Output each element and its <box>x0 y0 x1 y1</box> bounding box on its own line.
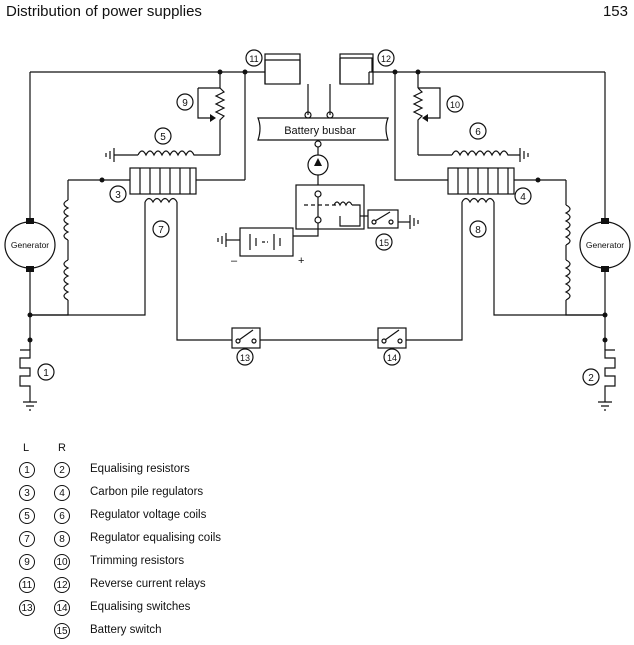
callout-7-label: 7 <box>158 225 164 236</box>
legend-left-number: 1 <box>19 462 35 478</box>
legend-right-number: 6 <box>54 508 70 524</box>
legend-description: Carbon pile regulators <box>90 486 204 498</box>
battery-switch-relay <box>295 184 365 230</box>
callout-15-label: 15 <box>379 238 389 248</box>
carbon-pile-regulator-right <box>447 167 515 195</box>
reverse-current-relay-right <box>339 53 374 85</box>
legend-right-number: 12 <box>54 577 70 593</box>
callout-14-label: 14 <box>387 353 397 363</box>
legend-description: Equalising resistors <box>90 463 190 475</box>
legend-right-number: 4 <box>54 485 70 501</box>
top-wires <box>30 57 605 115</box>
legend-right-number: 8 <box>54 531 70 547</box>
page-title: Distribution of power supplies <box>6 3 202 20</box>
page-number: 153 <box>602 3 628 20</box>
legend-left-number: 3 <box>19 485 35 501</box>
callout-11-label: 11 <box>249 54 258 64</box>
battery-busbar-label: Battery busbar <box>284 125 356 137</box>
legend-left-number: 13 <box>19 600 35 616</box>
legend-right-number: 2 <box>54 462 70 478</box>
legend-right-number: 14 <box>54 600 70 616</box>
legend-left-number: 7 <box>19 531 35 547</box>
right-circuit <box>260 69 616 411</box>
callout-4: 4 <box>514 187 532 205</box>
callout-6-label: 6 <box>475 127 481 138</box>
left-circuit <box>19 69 248 411</box>
callout-2-label: 2 <box>588 373 594 384</box>
legend-description: Equalising switches <box>90 601 191 613</box>
callout-3-label: 3 <box>115 190 121 201</box>
legend-left-number: 9 <box>19 554 35 570</box>
battery-plus-sign: + <box>298 255 304 267</box>
component-callouts: 1 2 3 4 5 6 7 8 9 10 11 12 13 14 15 <box>37 49 600 386</box>
callout-13: 13 <box>236 348 254 366</box>
callout-5-label: 5 <box>160 132 166 143</box>
callout-5: 5 <box>154 127 172 145</box>
battery-busbar: Battery busbar <box>257 117 389 141</box>
callout-9-label: 9 <box>182 98 188 109</box>
generator-right: Generator <box>579 218 631 272</box>
generator-right-label: Generator <box>586 240 624 250</box>
callout-8: 8 <box>469 220 487 238</box>
battery-minus-sign: – <box>231 255 238 267</box>
carbon-pile-regulator-left <box>129 167 197 195</box>
legend-right-number: 15 <box>54 623 70 639</box>
legend-left-header: L <box>23 442 30 454</box>
callout-3: 3 <box>109 185 127 203</box>
battery-switch-15 <box>367 209 399 229</box>
legend-description: Regulator voltage coils <box>90 509 207 521</box>
callout-1: 1 <box>37 363 55 381</box>
callout-10: 10 <box>446 95 464 113</box>
callout-12-label: 12 <box>381 54 391 64</box>
circuit-diagram: Battery busbar – + <box>4 49 631 411</box>
callout-11: 11 <box>245 49 263 67</box>
legend-right-header: R <box>58 442 66 454</box>
legend-description: Battery switch <box>90 624 162 636</box>
equalising-switch-13 <box>231 327 261 349</box>
callout-10-label: 10 <box>450 100 460 110</box>
callout-2: 2 <box>582 368 600 386</box>
callout-8-label: 8 <box>475 225 481 236</box>
legend-right-number: 10 <box>54 554 70 570</box>
legend-left-number: 5 <box>19 508 35 524</box>
legend-left-number: 11 <box>19 577 35 593</box>
callout-12: 12 <box>377 49 395 67</box>
equalising-switch-14 <box>377 327 407 349</box>
callout-15: 15 <box>375 233 393 251</box>
generator-left-label: Generator <box>11 240 49 250</box>
callout-14: 14 <box>383 348 401 366</box>
callout-9: 9 <box>176 93 194 111</box>
battery-circuit: – + <box>217 140 419 267</box>
callout-4-label: 4 <box>520 192 526 203</box>
callout-7: 7 <box>152 220 170 238</box>
legend-description: Trimming resistors <box>90 555 185 567</box>
callout-1-label: 1 <box>43 368 49 379</box>
callout-6: 6 <box>469 122 487 140</box>
callout-13-label: 13 <box>240 353 250 363</box>
legend-description: Reverse current relays <box>90 578 206 590</box>
reverse-current-relay-left <box>264 53 301 85</box>
legend-description: Regulator equalising coils <box>90 532 222 544</box>
generator-left: Generator <box>4 218 56 272</box>
battery-icon <box>239 227 294 257</box>
